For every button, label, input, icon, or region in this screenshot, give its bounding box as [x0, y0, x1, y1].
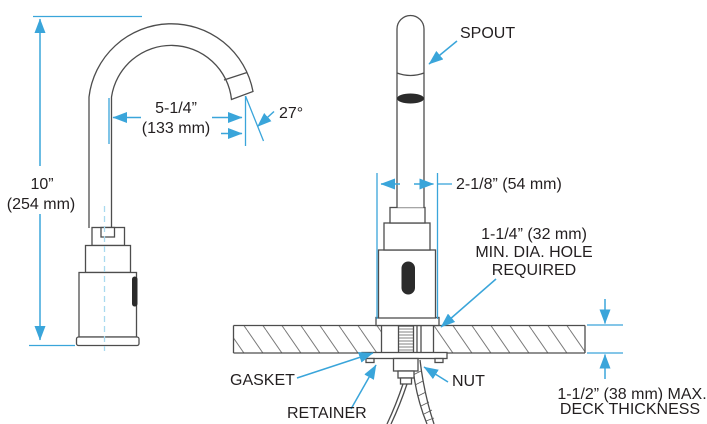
spout-tip-seam: [223, 71, 248, 81]
spout-width-label: 2-1/8” (54 mm): [456, 176, 562, 193]
deck-thickness-line1: 1-1/2” (38 mm) MAX.: [557, 386, 706, 403]
spout-leader-arrow: [428, 40, 458, 65]
spout-collar: [389, 206, 426, 224]
height-mm-label: (254 mm): [7, 196, 75, 213]
mounting-nut: [392, 357, 419, 372]
left-collar-notch: [100, 226, 116, 238]
hole-leader-arrow: [440, 278, 497, 328]
threaded-shank: [397, 325, 415, 354]
deck-cross-section: [232, 324, 586, 354]
deck-hatch-left: [233, 325, 382, 353]
left-body-step: [84, 244, 132, 274]
left-sensor-body: [78, 271, 138, 338]
deck-thickness-ticks: [587, 324, 623, 354]
deck-hatch-right: [433, 325, 585, 353]
body-step: [383, 222, 431, 251]
retainer-tab-right: [434, 357, 444, 364]
spout-angle-slant-line: [244, 95, 265, 142]
reach-mm-label: (133 mm): [142, 120, 210, 137]
hose-fitting: [397, 370, 415, 379]
sensor-cable: [386, 383, 408, 424]
retainer-label: RETAINER: [287, 405, 367, 422]
left-base-flange: [75, 336, 140, 347]
right-faucet-view: [375, 14, 440, 327]
deck-thickness-dimension: [587, 299, 623, 379]
aerator: [397, 93, 424, 104]
spout-label: SPOUT: [460, 25, 515, 42]
width-dimension: [376, 173, 452, 319]
nut-leader-arrow: [423, 366, 449, 383]
deck-hole-edges: [380, 325, 435, 353]
sensor-cable-through-deck: [416, 326, 422, 352]
gooseneck-spout-outline: [88, 23, 254, 228]
width-extension-lines: [376, 173, 439, 319]
spout-tube-front: [396, 14, 425, 208]
left-faucet-view: [75, 23, 254, 351]
spout-seam: [396, 72, 425, 77]
deck-thickness-line2: DECK THICKNESS: [560, 401, 700, 418]
reach-inches-label: 5-1/4”: [155, 100, 197, 117]
gasket-leader-arrow: [296, 352, 374, 379]
reach-dimension: [108, 95, 275, 146]
hole-note-line2: MIN. DIA. HOLE: [475, 244, 592, 261]
retainer-leader-arrow: [350, 364, 377, 410]
callout-leaders: [296, 40, 497, 410]
height-inches-label: 10”: [30, 176, 53, 193]
base-flange: [375, 316, 440, 327]
hose-braiding: [412, 370, 435, 422]
angle-arrow-to-slant: [256, 110, 275, 128]
sensor-window: [401, 261, 415, 295]
height-dimension: [29, 15, 142, 347]
nut-label: NUT: [452, 373, 485, 390]
hole-note-line3: REQUIRED: [492, 262, 576, 279]
retainer-tab-left: [365, 357, 375, 364]
gasket-label: GASKET: [230, 372, 295, 389]
spout-angle-label: 27°: [279, 105, 303, 122]
labels: 10” (254 mm) 5-1/4” (133 mm) 27° SPOUT 2…: [7, 25, 707, 422]
hole-note-line1: 1-1/4” (32 mm): [481, 226, 587, 243]
side-sensor-window: [132, 276, 138, 307]
hose-fitting-lower: [399, 377, 413, 385]
shank-threads: [399, 328, 413, 351]
retainer-plate: [361, 351, 448, 360]
